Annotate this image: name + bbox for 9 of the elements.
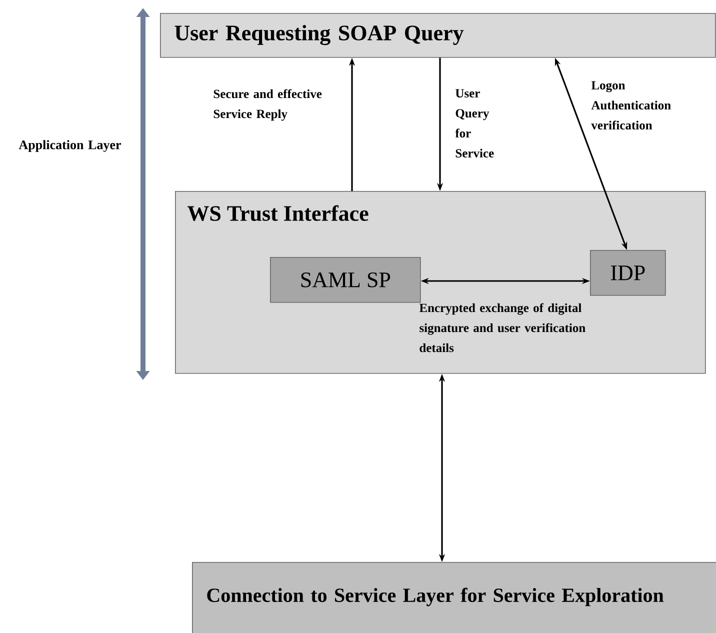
process-box: User Requesting SOAP Query: [160, 13, 716, 58]
process-box: SAML SP: [270, 257, 421, 303]
edge-label: Logon Authentication verification: [591, 81, 671, 130]
layer-box: Connection to Service Layer for Service Exploration: [192, 562, 716, 633]
process-box: IDP: [590, 250, 666, 296]
edge-label: Secure and effective Service Reply: [214, 89, 322, 121]
layer-label: Application Layer: [18, 140, 121, 152]
edge-label: Encrypted exchange of digital signature and user verification details: [419, 303, 586, 352]
edge-label: User Query for Service: [455, 89, 494, 158]
